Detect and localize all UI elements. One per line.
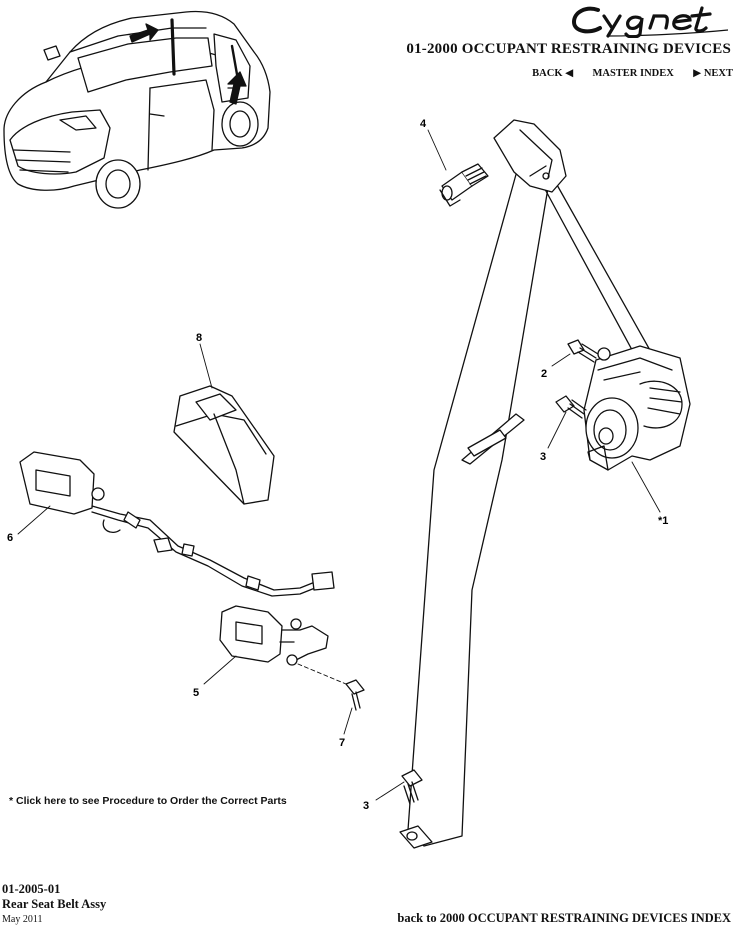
callout-2: 2 [541, 368, 547, 380]
part-6-buckle-harness [19, 451, 335, 597]
order-procedure-link[interactable]: * Click here to see Procedure to Order t… [9, 795, 287, 807]
part-5-buckle [219, 605, 329, 666]
callout-7: 7 [339, 737, 345, 749]
part-1-belt-webbing [399, 119, 661, 849]
callout-8: 8 [196, 332, 202, 344]
section-title: 01-2000 OCCUPANT RESTRAINING DEVICES [406, 41, 731, 57]
locator-arrow-icon [129, 23, 159, 43]
cygnet-logo [571, 6, 729, 38]
publication-date: May 2011 [2, 914, 43, 925]
part-1-retractor [583, 345, 691, 471]
back-triangle-icon: ◀ [565, 68, 574, 79]
callout-5: 5 [193, 687, 199, 699]
part-7-bolt [345, 679, 365, 711]
back-to-index-link[interactable]: back to 2000 OCCUPANT RESTRAINING DEVICE… [397, 911, 731, 925]
part-8-buckle-cover [173, 385, 275, 505]
part-2-bolt [567, 339, 599, 363]
part-name: Rear Seat Belt Assy [2, 897, 107, 911]
next-triangle-icon: ▶ [693, 68, 702, 79]
vehicle-locator-illustration [3, 10, 271, 209]
part-4-anchor-pin [439, 163, 489, 207]
callout-3-upper: 3 [540, 451, 546, 463]
part-number: 01-2005-01 [2, 882, 61, 896]
callout-1: *1 [658, 515, 668, 527]
callout-4: 4 [420, 118, 427, 130]
callout-3-lower: 3 [363, 800, 369, 812]
master-index-link[interactable]: MASTER INDEX [592, 68, 674, 79]
nav-bar: BACK ◀ MASTER INDEX ▶ NEXT [532, 67, 733, 79]
part-3-bolt-lower [401, 769, 423, 805]
part-3-bolt-upper [555, 395, 587, 419]
locator-arrow-icon [227, 71, 247, 105]
next-link[interactable]: ▶ NEXT [693, 68, 733, 79]
callout-6: 6 [7, 532, 13, 544]
back-link[interactable]: BACK ◀ [532, 68, 574, 79]
